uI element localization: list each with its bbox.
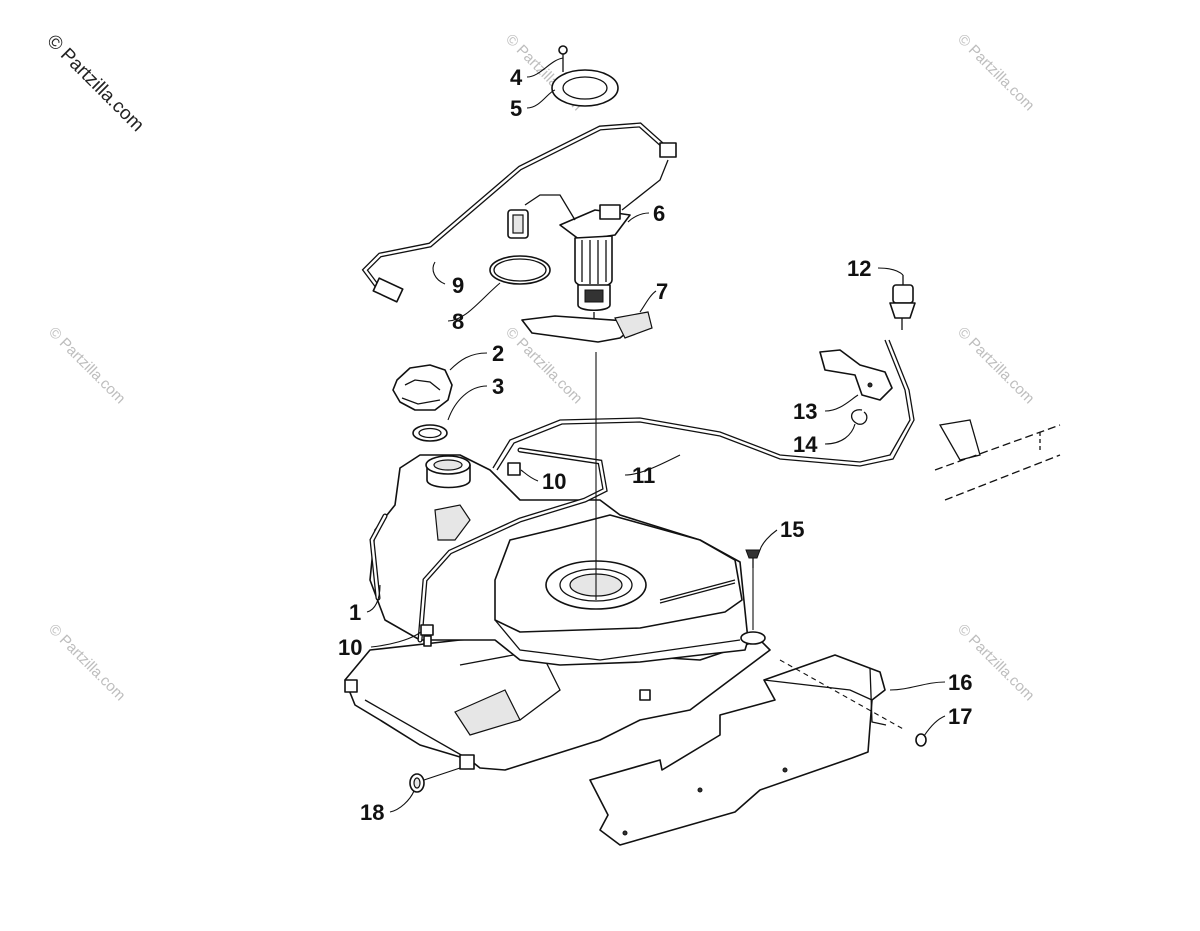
callout-2: 2 — [492, 341, 504, 366]
fuel-cap — [392, 364, 453, 411]
callout-18: 18 — [360, 800, 384, 825]
mounting-screw — [558, 45, 568, 72]
mounting-ring — [551, 69, 619, 107]
fuel-pump — [559, 204, 631, 325]
hose-clip — [851, 409, 868, 425]
frame-section — [934, 419, 1061, 501]
leader-lines — [366, 57, 946, 813]
callout-5: 5 — [510, 96, 522, 121]
hose-connector — [420, 624, 434, 636]
fuel-filter — [889, 275, 916, 330]
fuel-sender — [521, 311, 653, 343]
callout-14: 14 — [793, 432, 818, 457]
callout-13: 13 — [793, 399, 817, 424]
callout-17: 17 — [948, 704, 972, 729]
callout-7: 7 — [656, 279, 668, 304]
grommet — [409, 773, 425, 793]
bolt — [915, 733, 927, 747]
callout-1: 1 — [349, 600, 361, 625]
callout-10b: 10 — [338, 635, 362, 660]
fuel-tank — [344, 454, 771, 771]
watermark-tile: © Partzilla.com — [45, 324, 128, 407]
callout-3: 3 — [492, 374, 504, 399]
callout-12: 12 — [847, 256, 871, 281]
callouts: 1 2 3 4 5 6 7 8 9 10 10 11 12 13 14 15 1… — [338, 65, 972, 825]
watermark-tile: © Partzilla.com — [954, 31, 1037, 114]
callout-4: 4 — [510, 65, 523, 90]
callout-16: 16 — [948, 670, 972, 695]
corner-watermark: © Partzilla.com — [42, 31, 147, 136]
callout-8: 8 — [452, 309, 464, 334]
hose-clamp — [372, 277, 404, 303]
push-fastener — [745, 549, 761, 568]
hose-clamp — [659, 142, 677, 158]
callout-15: 15 — [780, 517, 804, 542]
fuel-line — [492, 339, 911, 469]
heat-shield — [589, 654, 887, 846]
callout-10a: 10 — [542, 469, 566, 494]
hose-connector — [507, 462, 521, 476]
callout-9: 9 — [452, 273, 464, 298]
callout-6: 6 — [653, 201, 665, 226]
filter-bracket — [819, 349, 893, 401]
cap-gasket — [412, 424, 448, 442]
watermark-tile: © Partzilla.com — [45, 621, 128, 704]
callout-11: 11 — [632, 463, 655, 488]
watermark-tile: © Partzilla.com — [954, 324, 1037, 407]
pump-o-ring — [489, 255, 551, 285]
dash-line-17 — [779, 659, 906, 731]
